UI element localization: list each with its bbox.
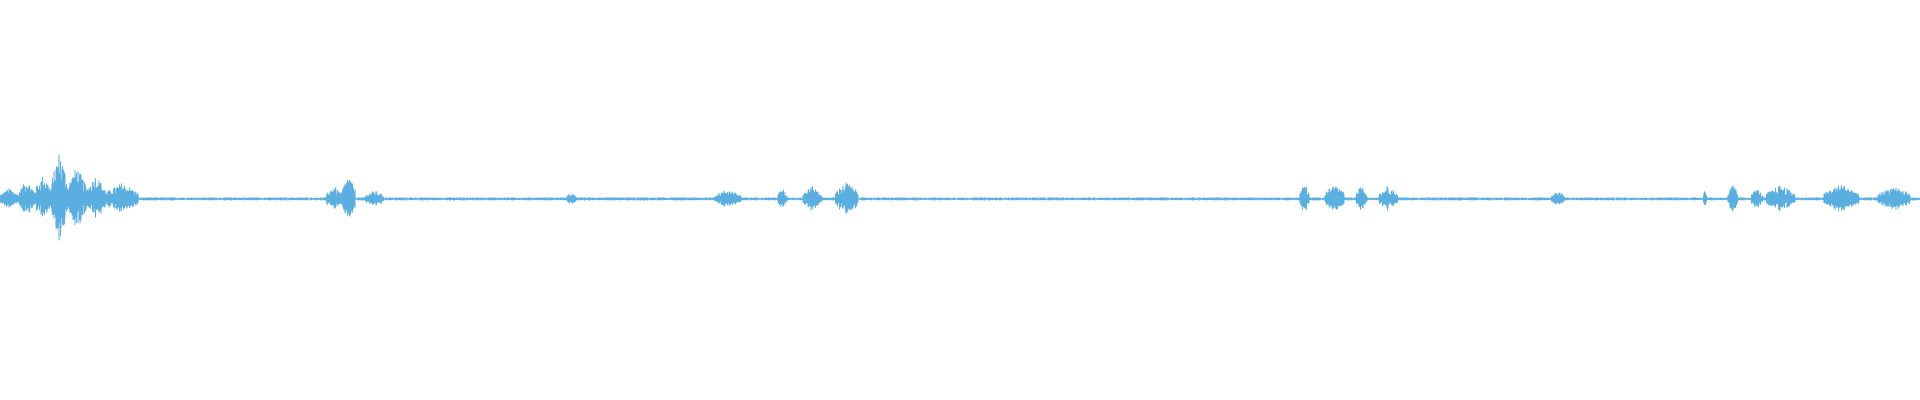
waveform-trace xyxy=(0,154,1920,241)
